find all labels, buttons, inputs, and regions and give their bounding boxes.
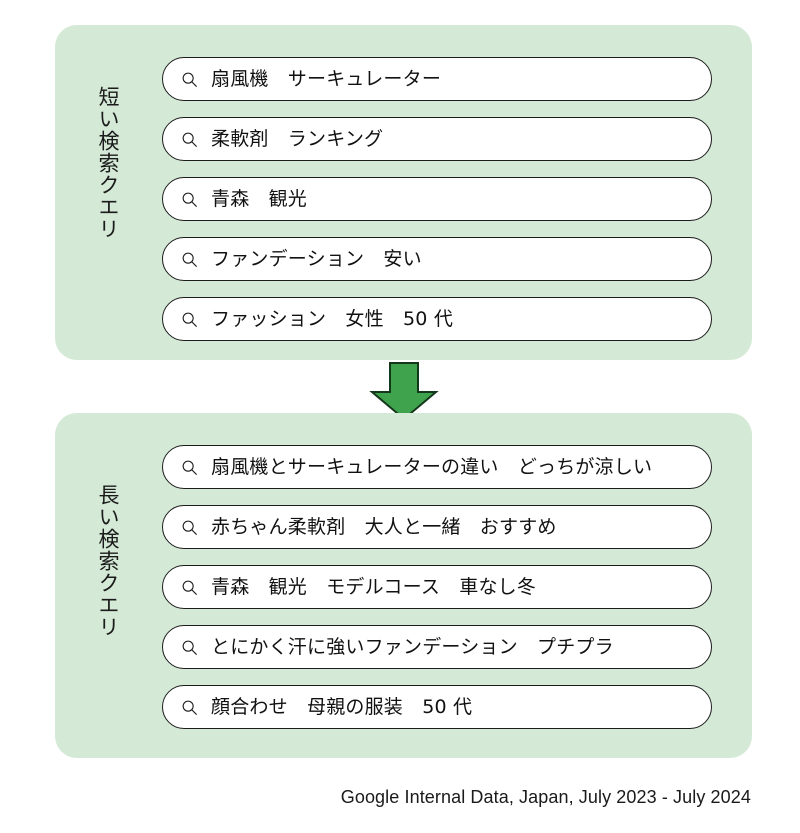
short-query-panel-label: 短い検索クエリ xyxy=(96,86,120,240)
query-text: 柔軟剤 ランキング xyxy=(211,127,384,150)
search-query-pill[interactable]: ファッション 女性 50 代 xyxy=(162,297,712,341)
query-text: 青森 観光 xyxy=(211,187,308,210)
search-icon xyxy=(182,132,197,147)
query-text: ファッション 女性 50 代 xyxy=(211,307,454,330)
arrow-down-icon xyxy=(369,362,439,421)
search-query-pill[interactable]: 青森 観光 xyxy=(162,177,712,221)
search-icon xyxy=(182,312,197,327)
query-text: 扇風機 サーキュレーター xyxy=(211,67,442,90)
query-text: とにかく汗に強いファンデーション プチプラ xyxy=(211,635,614,658)
search-query-pill[interactable]: 扇風機 サーキュレーター xyxy=(162,57,712,101)
query-text: 扇風機とサーキュレーターの違い どっちが涼しい xyxy=(211,455,653,478)
search-icon xyxy=(182,72,197,87)
search-query-pill[interactable]: 柔軟剤 ランキング xyxy=(162,117,712,161)
short-query-list: 扇風機 サーキュレーター 柔軟剤 ランキング 青森 観光 ファンデーション 安い xyxy=(162,57,712,341)
search-icon xyxy=(182,192,197,207)
search-icon xyxy=(182,580,197,595)
query-text: 赤ちゃん柔軟剤 大人と一緒 おすすめ xyxy=(211,515,557,538)
search-query-pill[interactable]: 扇風機とサーキュレーターの違い どっちが涼しい xyxy=(162,445,712,489)
long-query-list: 扇風機とサーキュレーターの違い どっちが涼しい 赤ちゃん柔軟剤 大人と一緒 おす… xyxy=(162,445,712,729)
search-query-pill[interactable]: ファンデーション 安い xyxy=(162,237,712,281)
search-icon xyxy=(182,640,197,655)
search-icon xyxy=(182,252,197,267)
query-text: ファンデーション 安い xyxy=(211,247,422,270)
query-text: 顔合わせ 母親の服装 50 代 xyxy=(211,695,473,718)
long-query-panel-label: 長い検索クエリ xyxy=(96,484,120,638)
search-query-pill[interactable]: 青森 観光 モデルコース 車なし冬 xyxy=(162,565,712,609)
search-icon xyxy=(182,700,197,715)
search-query-pill[interactable]: 顔合わせ 母親の服装 50 代 xyxy=(162,685,712,729)
search-icon xyxy=(182,460,197,475)
search-query-pill[interactable]: 赤ちゃん柔軟剤 大人と一緒 おすすめ xyxy=(162,505,712,549)
query-text: 青森 観光 モデルコース 車なし冬 xyxy=(211,575,537,598)
search-icon xyxy=(182,520,197,535)
source-note: Google Internal Data, Japan, July 2023 -… xyxy=(340,787,751,807)
search-query-pill[interactable]: とにかく汗に強いファンデーション プチプラ xyxy=(162,625,712,669)
